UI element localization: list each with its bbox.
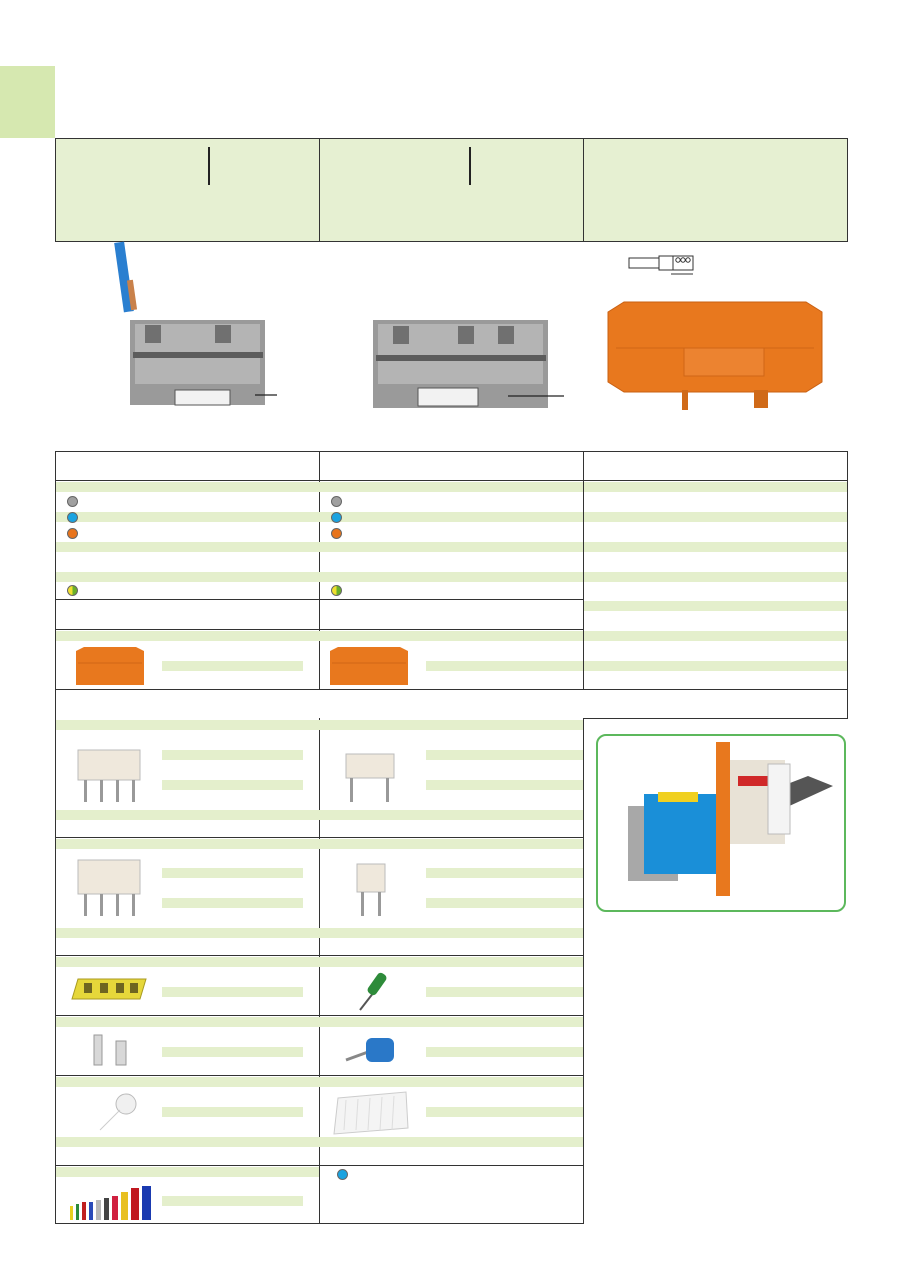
terminal-rail-assembly-icon <box>628 742 833 896</box>
comb-jumper-icon <box>77 859 141 916</box>
chapter-tab <box>0 66 55 138</box>
terminal-block-3-conductor-icon <box>373 320 564 408</box>
small-jumper-icon <box>356 863 386 916</box>
screwdriver-icon <box>359 972 387 1011</box>
ferrule-strip-length-icon <box>628 255 694 275</box>
end-plate-icon <box>76 647 144 685</box>
header-divider <box>469 147 471 185</box>
green-yellow-color-dot <box>331 585 342 596</box>
header-divider <box>208 147 210 185</box>
grey-color-dot <box>331 496 342 507</box>
green-yellow-color-dot <box>67 585 78 596</box>
blue-color-dot <box>337 1169 348 1180</box>
header-cell-1 <box>55 138 320 242</box>
push-in-jumper-4-way-icon <box>77 749 141 802</box>
rail-assembly-frame <box>596 734 846 912</box>
blue-color-dot <box>67 512 78 523</box>
terminal-block-2-conductor-icon <box>114 241 277 406</box>
test-plug-adapter-icon <box>93 1034 127 1066</box>
end-plate-icon <box>330 647 408 685</box>
push-in-jumper-2-way-icon <box>345 753 395 802</box>
ferrules-set-icon <box>70 1186 151 1220</box>
header-cell-2 <box>319 138 584 242</box>
orange-color-dot <box>67 528 78 539</box>
header-cell-3 <box>583 138 848 242</box>
marking-roll-icon <box>99 1093 137 1131</box>
marker-card-icon <box>333 1091 409 1135</box>
blue-color-dot <box>331 512 342 523</box>
end-plate-icon <box>607 301 823 410</box>
marker-strip-icon <box>71 978 147 1000</box>
orange-color-dot <box>331 528 342 539</box>
grey-color-dot <box>67 496 78 507</box>
test-plug-icon <box>345 1038 394 1062</box>
